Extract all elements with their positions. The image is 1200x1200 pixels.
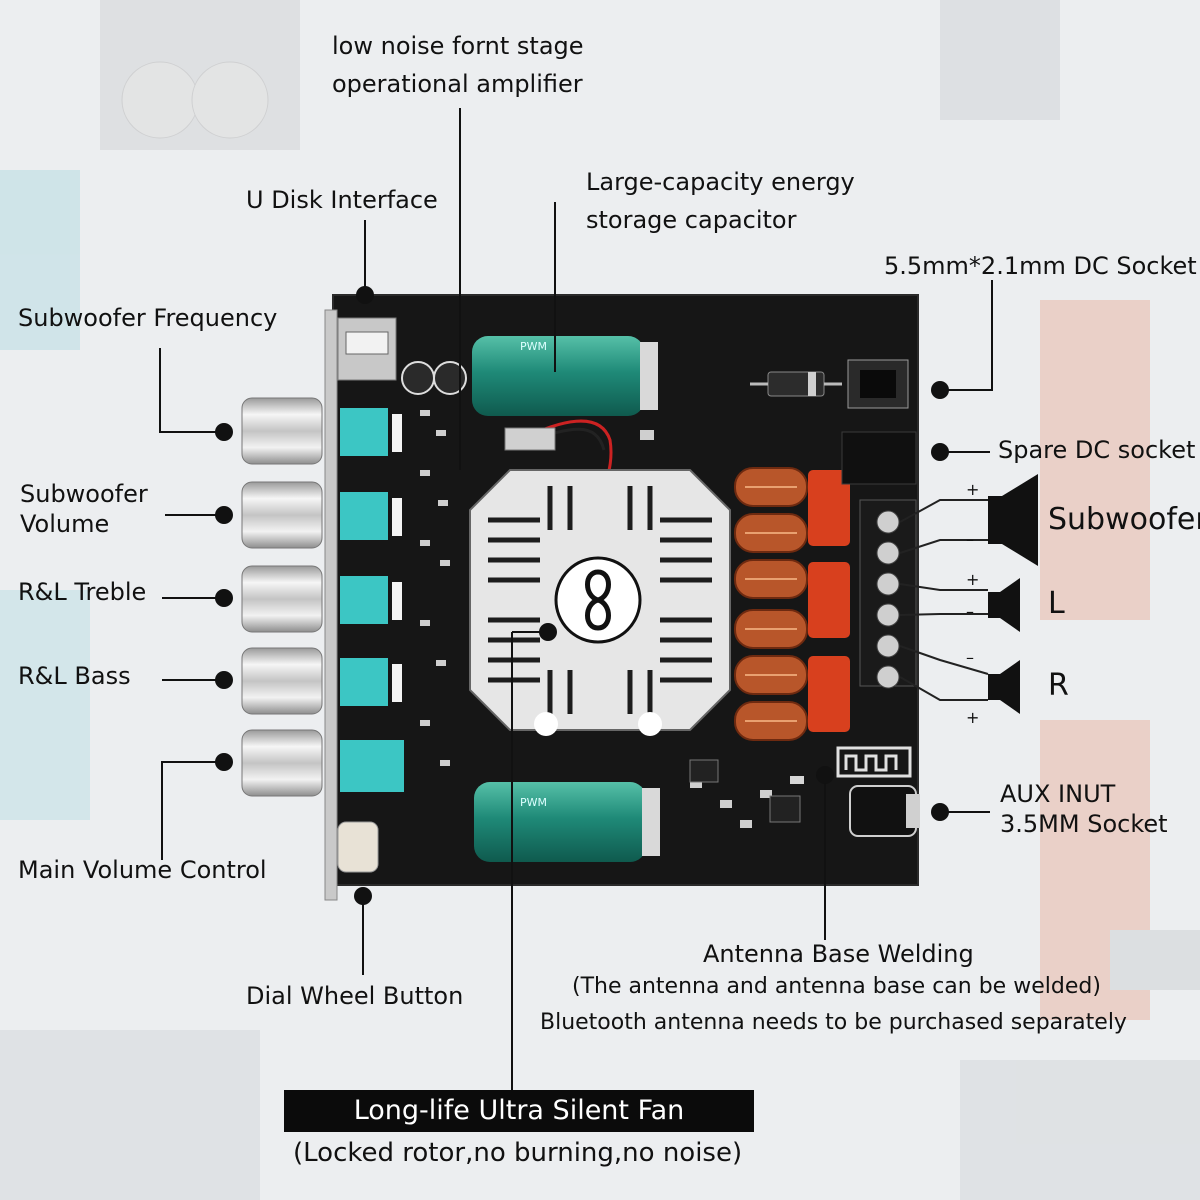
label-aux-line2: 3.5MM Socket bbox=[1000, 810, 1168, 838]
knob-set bbox=[241, 397, 323, 797]
energy-capacitor-bottom bbox=[474, 782, 660, 862]
front-panel-plate bbox=[324, 309, 338, 901]
left-speaker-icon bbox=[988, 578, 1020, 632]
label-front-stage-amp-line2: operational amplifier bbox=[332, 70, 583, 98]
label-bass: R&L Bass bbox=[18, 662, 131, 690]
label-spare-dc-socket: Spare DC socket bbox=[998, 436, 1196, 464]
label-dial-wheel-button: Dial Wheel Button bbox=[246, 982, 464, 1010]
cooling-fan-heatsink bbox=[469, 469, 731, 736]
capacitor-print-bottom: PWM bbox=[520, 796, 548, 809]
polarity-minus-right: – bbox=[966, 648, 974, 667]
polarity-minus-sub: – bbox=[966, 530, 974, 549]
film-capacitors bbox=[808, 470, 850, 732]
label-main-volume: Main Volume Control bbox=[18, 856, 267, 884]
label-subwoofer-output: Subwoofer bbox=[1048, 502, 1200, 537]
label-left-output: L bbox=[1048, 586, 1065, 621]
polarity-minus-left: – bbox=[966, 602, 974, 621]
label-subwoofer-volume-line1: Subwoofer bbox=[20, 480, 148, 508]
label-antenna-line1: Antenna Base Welding bbox=[703, 940, 974, 968]
energy-capacitor-top bbox=[472, 336, 658, 416]
right-speaker-icon bbox=[988, 660, 1020, 714]
fan-title-banner: Long-life Ultra Silent Fan bbox=[284, 1090, 754, 1132]
speaker-terminal-block bbox=[859, 499, 917, 689]
label-capacitor-line1: Large-capacity energy bbox=[586, 168, 855, 196]
subwoofer-speaker-icon bbox=[988, 474, 1038, 566]
label-dc-socket: 5.5mm*2.1mm DC Socket bbox=[884, 252, 1197, 280]
label-right-output: R bbox=[1048, 668, 1069, 703]
label-treble: R&L Treble bbox=[18, 578, 147, 606]
label-u-disk-interface: U Disk Interface bbox=[246, 186, 438, 214]
dial-wheel-button-part bbox=[337, 821, 379, 873]
leader-dots bbox=[215, 286, 949, 905]
polarity-plus-left: + bbox=[966, 570, 980, 589]
polarity-plus-sub: + bbox=[966, 480, 980, 499]
label-subwoofer-frequency: Subwoofer Frequency bbox=[18, 304, 278, 332]
label-subwoofer-volume-line2: Volume bbox=[20, 510, 110, 538]
label-antenna-line2: (The antenna and antenna base can be wel… bbox=[572, 974, 1101, 999]
speaker-wires bbox=[899, 499, 989, 701]
polarity-plus-right: + bbox=[966, 708, 980, 727]
label-capacitor-line2: storage capacitor bbox=[586, 206, 797, 234]
label-antenna-line3: Bluetooth antenna needs to be purchased … bbox=[540, 1010, 1127, 1035]
speaker-icons bbox=[988, 474, 1038, 714]
label-aux-line1: AUX INUT bbox=[1000, 780, 1116, 808]
potentiometer-blocks bbox=[340, 408, 404, 792]
leader-lines bbox=[159, 108, 993, 1090]
fan-note: (Locked rotor,no burning,no noise) bbox=[293, 1138, 743, 1168]
capacitor-print-top: PWM bbox=[520, 340, 548, 353]
label-front-stage-amp-line1: low noise fornt stage bbox=[332, 32, 584, 60]
